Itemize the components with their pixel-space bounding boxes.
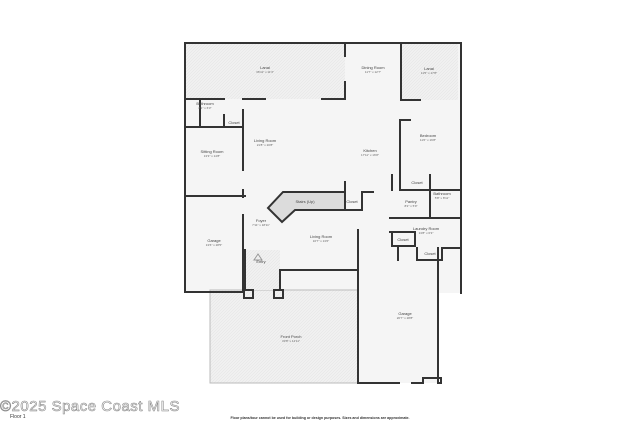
garage-floor — [358, 248, 438, 383]
watermark: ©2025 Space Coast MLS — [0, 398, 180, 416]
svg-text:Closet: Closet — [346, 199, 358, 204]
svg-text:Garage: Garage — [398, 311, 412, 316]
svg-text:5'8" x 8'11": 5'8" x 8'11" — [435, 196, 450, 200]
svg-text:Bedroom: Bedroom — [420, 133, 437, 138]
svg-text:13'6" x 28'5": 13'6" x 28'5" — [206, 243, 222, 247]
walls — [184, 42, 462, 384]
svg-text:20'7" x 28'8": 20'7" x 28'8" — [397, 316, 413, 320]
svg-text:Living Room: Living Room — [254, 138, 277, 143]
svg-text:Closet: Closet — [424, 251, 436, 256]
svg-text:21'8" x 20'8": 21'8" x 20'8" — [257, 143, 273, 147]
svg-text:7'11" x 18'11": 7'11" x 18'11" — [252, 223, 270, 227]
front-porch — [209, 289, 359, 384]
svg-text:16'7" x 13'6": 16'7" x 13'6" — [313, 239, 329, 243]
svg-text:17'11" x 16'8": 17'11" x 16'8" — [361, 153, 379, 157]
column — [273, 289, 284, 299]
svg-text:Dining Room: Dining Room — [361, 65, 385, 70]
svg-text:Sitting Room: Sitting Room — [201, 149, 225, 154]
svg-text:Closet: Closet — [411, 180, 423, 185]
svg-text:Bathroom: Bathroom — [196, 101, 214, 106]
svg-text:Entry: Entry — [256, 259, 265, 264]
svg-text:13'8" x 6'3": 13'8" x 6'3" — [419, 231, 434, 235]
svg-text:11'6" x 16'8": 11'6" x 16'8" — [420, 138, 436, 142]
svg-text:Foyer: Foyer — [256, 218, 267, 223]
svg-text:11'5" x 17'8": 11'5" x 17'8" — [421, 71, 437, 75]
lanai-right — [401, 44, 458, 100]
svg-text:Lanai: Lanai — [260, 65, 270, 70]
svg-text:Laundry Room: Laundry Room — [413, 226, 440, 231]
entry-area — [245, 250, 280, 290]
floor-label: Floor 1 — [10, 414, 26, 420]
svg-text:Closet: Closet — [228, 120, 240, 125]
svg-text:Stairs (Up): Stairs (Up) — [295, 199, 315, 204]
svg-text:Living Room: Living Room — [310, 234, 333, 239]
svg-text:Bathroom: Bathroom — [433, 191, 451, 196]
svg-text:Kitchen: Kitchen — [363, 148, 376, 153]
svg-text:Pantry: Pantry — [405, 199, 417, 204]
svg-text:Garage: Garage — [207, 238, 221, 243]
column — [243, 289, 254, 299]
svg-text:8'1" x 6'3": 8'1" x 6'3" — [198, 106, 211, 110]
entry-marker-icon — [253, 253, 263, 261]
svg-text:Closet: Closet — [397, 237, 409, 242]
svg-text:Lanai: Lanai — [424, 66, 434, 71]
lanai-left — [186, 44, 345, 99]
svg-text:36'11" x 11'3": 36'11" x 11'3" — [256, 70, 274, 74]
svg-text:8'2" x 5'9": 8'2" x 5'9" — [404, 204, 417, 208]
disclaimer: Floor plans/tour cannot be used for buil… — [230, 416, 410, 420]
svg-text:Front Porch: Front Porch — [281, 334, 302, 339]
svg-text:13'3" x 14'8": 13'3" x 14'8" — [204, 154, 220, 158]
svg-text:33'8" x 14'11": 33'8" x 14'11" — [282, 339, 300, 343]
svg-text:11'7" x 12'7": 11'7" x 12'7" — [365, 70, 381, 74]
